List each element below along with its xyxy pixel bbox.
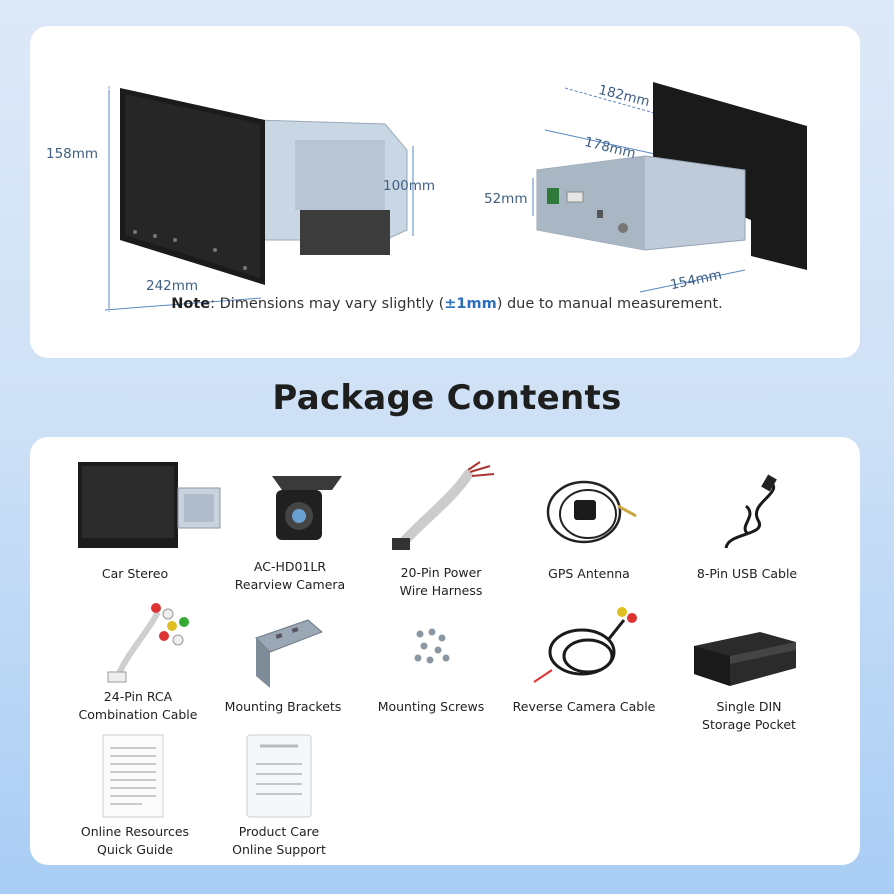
item-caption-line: Rearview Camera bbox=[234, 577, 346, 592]
chassis-depth-height-label: 52mm bbox=[484, 191, 528, 207]
item-caption-line: Storage Pocket bbox=[702, 717, 796, 732]
chassis-height-label: 100mm bbox=[383, 178, 436, 194]
item-usb-cable: 8-Pin USB Cable bbox=[662, 565, 832, 583]
rearview-camera-icon bbox=[272, 476, 342, 540]
mounting-screws-icon bbox=[414, 628, 450, 664]
item-car-stereo: Car Stereo bbox=[50, 565, 220, 583]
front-width-label: 242mm bbox=[146, 278, 199, 294]
storage-pocket-icon bbox=[694, 632, 796, 686]
item-rca-cable: 24-Pin RCA Combination Cable bbox=[53, 688, 223, 724]
item-caption-line: Quick Guide bbox=[96, 842, 174, 857]
mounting-brackets-icon bbox=[255, 619, 323, 688]
item-storage-pocket: Single DIN Storage Pocket bbox=[664, 698, 834, 734]
item-caption-line: 20-Pin Power bbox=[400, 565, 482, 580]
reverse-camera-cable-icon bbox=[533, 607, 637, 683]
front-height-label: 158mm bbox=[46, 146, 99, 162]
usb-cable-icon bbox=[724, 474, 777, 549]
item-caption-line: Car Stereo bbox=[101, 566, 169, 581]
item-gps-antenna: GPS Antenna bbox=[504, 565, 674, 583]
note-text-after: ) due to manual measurement. bbox=[496, 296, 723, 312]
item-mounting-screws: Mounting Screws bbox=[346, 698, 516, 716]
wire-harness-icon bbox=[392, 461, 495, 550]
item-caption-line: Online Support bbox=[232, 842, 326, 857]
item-caption-line: Single DIN bbox=[716, 699, 782, 714]
item-caption-line: 24-Pin RCA bbox=[103, 689, 173, 704]
package-contents-title: Package Contents bbox=[272, 378, 622, 418]
stereo-front-view-illustration bbox=[104, 86, 414, 312]
rca-cable-icon bbox=[107, 603, 189, 683]
quick-guide-icon bbox=[102, 734, 164, 818]
measurement-note: Note: Dimensions may vary slightly (±1mm… bbox=[0, 296, 894, 312]
item-rearview-camera: AC-HD01LR Rearview Camera bbox=[205, 558, 375, 594]
item-reverse-camera-cable: Reverse Camera Cable bbox=[499, 698, 669, 716]
note-text-before: : Dimensions may vary slightly ( bbox=[210, 296, 445, 312]
item-caption-line: Mounting Brackets bbox=[224, 699, 342, 714]
car-stereo-icon bbox=[78, 462, 221, 548]
note-tolerance: ±1mm bbox=[444, 296, 497, 312]
item-caption-line: Wire Harness bbox=[399, 583, 483, 598]
gps-antenna-icon bbox=[546, 480, 637, 544]
note-label: Note bbox=[171, 296, 211, 312]
item-caption-line: Product Care bbox=[238, 824, 320, 839]
item-mounting-brackets: Mounting Brackets bbox=[198, 698, 368, 716]
item-caption-line: 8-Pin USB Cable bbox=[696, 566, 798, 581]
item-caption-line: Combination Cable bbox=[78, 707, 198, 722]
item-caption-line: AC-HD01LR bbox=[253, 559, 327, 574]
stereo-side-view-illustration bbox=[532, 82, 807, 293]
item-caption-line: Reverse Camera Cable bbox=[512, 699, 656, 714]
product-care-card-icon bbox=[246, 734, 312, 818]
item-caption-line: GPS Antenna bbox=[548, 566, 630, 581]
item-caption-line: Mounting Screws bbox=[377, 699, 485, 714]
item-caption-line: Online Resources bbox=[80, 824, 190, 839]
